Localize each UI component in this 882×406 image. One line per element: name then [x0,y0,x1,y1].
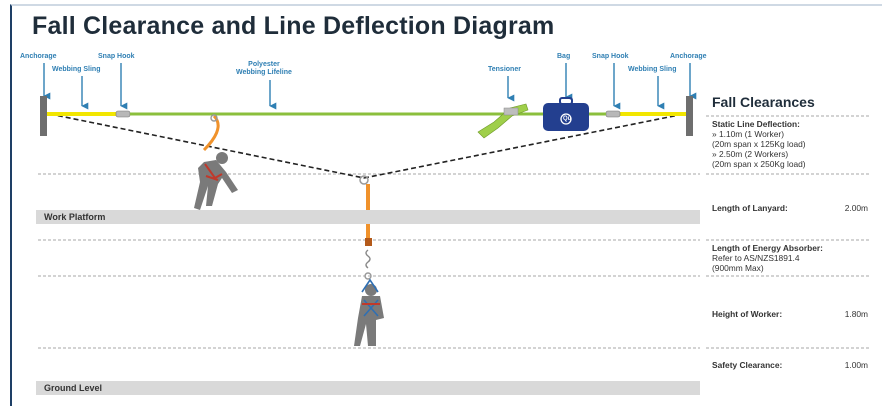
worker-height-row: Height of Worker: 1.80m [712,309,868,319]
falling-worker [354,278,384,346]
static-deflection-line1: » 1.10m (1 Worker) [712,129,784,139]
static-deflection-line3: » 2.50m (2 Workers) [712,149,789,159]
snap-hook-left-label: Snap Hook [98,53,135,60]
snap-hook-right [605,110,621,118]
ground-level-band: Ground Level [36,381,700,395]
absorber-line2: (900mm Max) [712,263,764,273]
callout-arrows [43,63,697,110]
bag [543,97,589,131]
lanyard-label: Length of Lanyard: [712,203,788,213]
static-deflection-heading: Static Line Deflection: [712,119,800,129]
static-deflection-line2: (20m span x 125Kg load) [712,139,806,149]
snap-hook-left [115,110,131,118]
anchorage-left-post [40,96,47,136]
work-platform-band: Work Platform [36,210,700,224]
lifeline-label-line1: Polyester [248,61,280,68]
tensioner-label: Tensioner [488,66,521,73]
diagram-frame [10,4,882,406]
worker-height-label: Height of Worker: [712,309,783,319]
safety-clearance-label: Safety Clearance: [712,360,783,370]
center-lanyard [359,175,372,280]
anchorage-left-label: Anchorage [20,53,57,60]
webbing-sling-right-label: Webbing Sling [628,66,677,73]
webbing-sling-left-label: Webbing Sling [52,66,101,73]
safety-clearance-row: Safety Clearance: 1.00m [712,360,868,370]
lanyard-value: 2.00m [844,203,868,213]
safety-clearance-value: 1.00m [844,360,868,370]
absorber-heading: Length of Energy Absorber: [712,243,823,253]
lanyard-row: Length of Lanyard: 2.00m [712,203,868,213]
lifeline-label: Polyester Webbing Lifeline [236,61,292,77]
bag-logo: Qu [563,116,572,122]
absorber-line1: Refer to AS/NZS1891.4 [712,253,800,263]
anchorage-right-label: Anchorage [670,53,707,60]
panel-title: Fall Clearances [712,94,815,110]
tensioner [477,103,529,139]
snap-hook-right-label: Snap Hook [592,53,629,60]
worker-height-value: 1.80m [844,309,868,319]
static-deflection-line4: (20m span x 250Kg load) [712,159,806,169]
diagram-title: Fall Clearance and Line Deflection Diagr… [32,12,555,40]
lifeline-label-line2: Webbing Lifeline [236,69,292,76]
bag-label: Bag [557,53,571,60]
left-worker [194,114,238,210]
anchorage-right-post [686,96,693,136]
